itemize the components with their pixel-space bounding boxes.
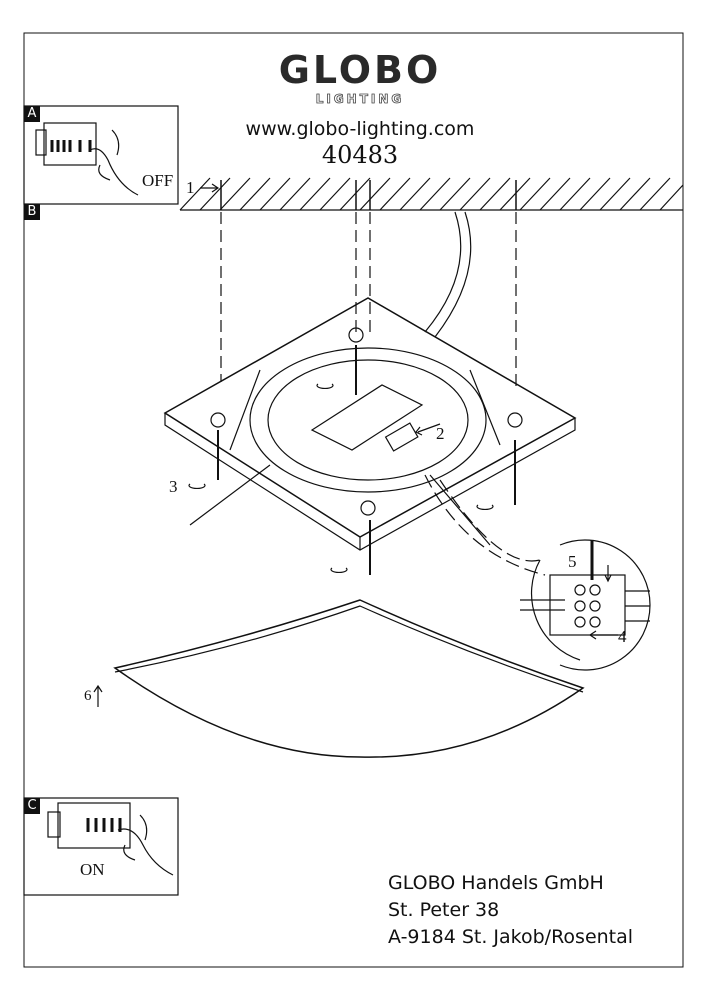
callout-arrow-6 bbox=[93, 684, 103, 707]
breaker-switch-on-icon bbox=[47, 802, 174, 876]
rotate-icons bbox=[188, 383, 494, 574]
guide-lines bbox=[220, 212, 517, 392]
page-border bbox=[23, 32, 684, 968]
ceiling-hatch bbox=[179, 177, 684, 211]
callout-3: 3 bbox=[169, 477, 178, 496]
model-number: 40483 bbox=[321, 141, 399, 169]
detail-dashed-lead bbox=[424, 474, 546, 576]
callout-arrow-2 bbox=[415, 423, 441, 436]
lamp-cover bbox=[113, 599, 585, 758]
step-a-tag: A bbox=[24, 106, 40, 122]
callout-5: 5 bbox=[568, 552, 577, 571]
address-company: GLOBO Handels GmbH bbox=[388, 872, 604, 894]
brand-logo: GLOBO bbox=[278, 48, 442, 92]
address-street: St. Peter 38 bbox=[388, 899, 500, 921]
callout-2: 2 bbox=[436, 424, 445, 443]
callout-4: 4 bbox=[618, 627, 627, 646]
ceiling-panel bbox=[163, 297, 577, 551]
step-c-tag: C bbox=[24, 798, 40, 814]
screws bbox=[217, 345, 516, 575]
callout-6: 6 bbox=[84, 688, 92, 704]
step-b-tag: B bbox=[24, 204, 40, 220]
step-a-box bbox=[23, 105, 179, 205]
wall-plug-screws bbox=[220, 180, 517, 210]
callout-arrow-1 bbox=[200, 183, 220, 193]
brand-subtitle: LIGHTING bbox=[315, 92, 405, 107]
terminal-detail bbox=[520, 539, 651, 671]
power-cable bbox=[424, 211, 472, 338]
breaker-switch-off-icon bbox=[35, 122, 139, 196]
step-c-label: ON bbox=[80, 860, 105, 879]
callout-1: 1 bbox=[186, 178, 195, 197]
cover-edge bbox=[114, 605, 584, 693]
website-url: www.globo-lighting.com bbox=[245, 118, 475, 140]
step-a-label: OFF bbox=[142, 171, 174, 190]
address-city: A-9184 St. Jakob/Rosental bbox=[388, 926, 634, 948]
step-c-box bbox=[23, 797, 179, 896]
